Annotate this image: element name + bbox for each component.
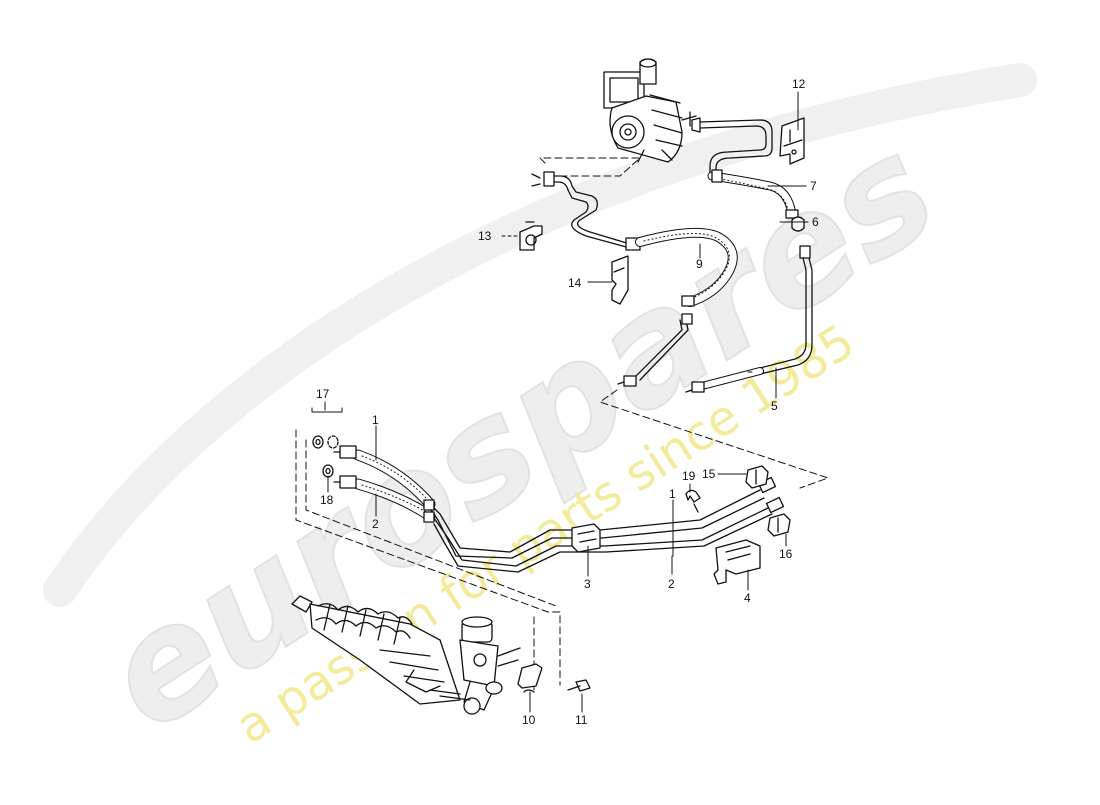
callout-12: 12	[792, 77, 806, 91]
callout-6: 6	[812, 215, 819, 229]
plate-10	[517, 663, 543, 693]
clamp-13	[519, 221, 543, 251]
bracket-4	[713, 539, 761, 585]
pump-reference-lines	[539, 157, 641, 177]
callout-15: 15	[702, 467, 716, 481]
callout-3: 3	[584, 577, 591, 591]
callout-2-upper: 2	[372, 517, 379, 531]
callout-17: 17	[316, 387, 330, 401]
feed-lines-1-2	[333, 445, 785, 573]
washers-17-18	[311, 407, 343, 478]
clamp-3	[571, 523, 601, 553]
callout-10: 10	[522, 713, 536, 727]
callout-16: 16	[779, 547, 793, 561]
callout-4: 4	[744, 591, 751, 605]
callout-13: 13	[478, 229, 492, 243]
callout-2-lower: 2	[668, 577, 675, 591]
callout-14: 14	[568, 276, 582, 290]
bolt-11	[567, 679, 591, 692]
callout-1-upper: 1	[372, 413, 379, 427]
callout-numbers: 12 7 6 13 9 14 5 17 1 2 18 19 15 1 16 3 …	[316, 77, 819, 727]
callout-18: 18	[320, 493, 334, 507]
callout-7: 7	[810, 179, 817, 193]
callout-9: 9	[696, 257, 703, 271]
callout-1-lower: 1	[669, 487, 676, 501]
watermark: eurospares a passion for parts since 198…	[43, 63, 1037, 766]
steering-rack	[291, 595, 521, 715]
bracket-12	[779, 117, 805, 165]
power-steering-pump	[603, 58, 697, 163]
union-15	[745, 465, 769, 489]
callout-19: 19	[682, 469, 696, 483]
bracket-14	[611, 255, 629, 305]
leader-lines	[324, 91, 809, 713]
clip-19	[685, 489, 701, 513]
callout-11: 11	[575, 713, 588, 727]
callout-5: 5	[771, 399, 778, 413]
union-16	[767, 513, 791, 537]
pressure-hose-9	[531, 171, 738, 387]
middle-reference-lines	[599, 371, 829, 489]
